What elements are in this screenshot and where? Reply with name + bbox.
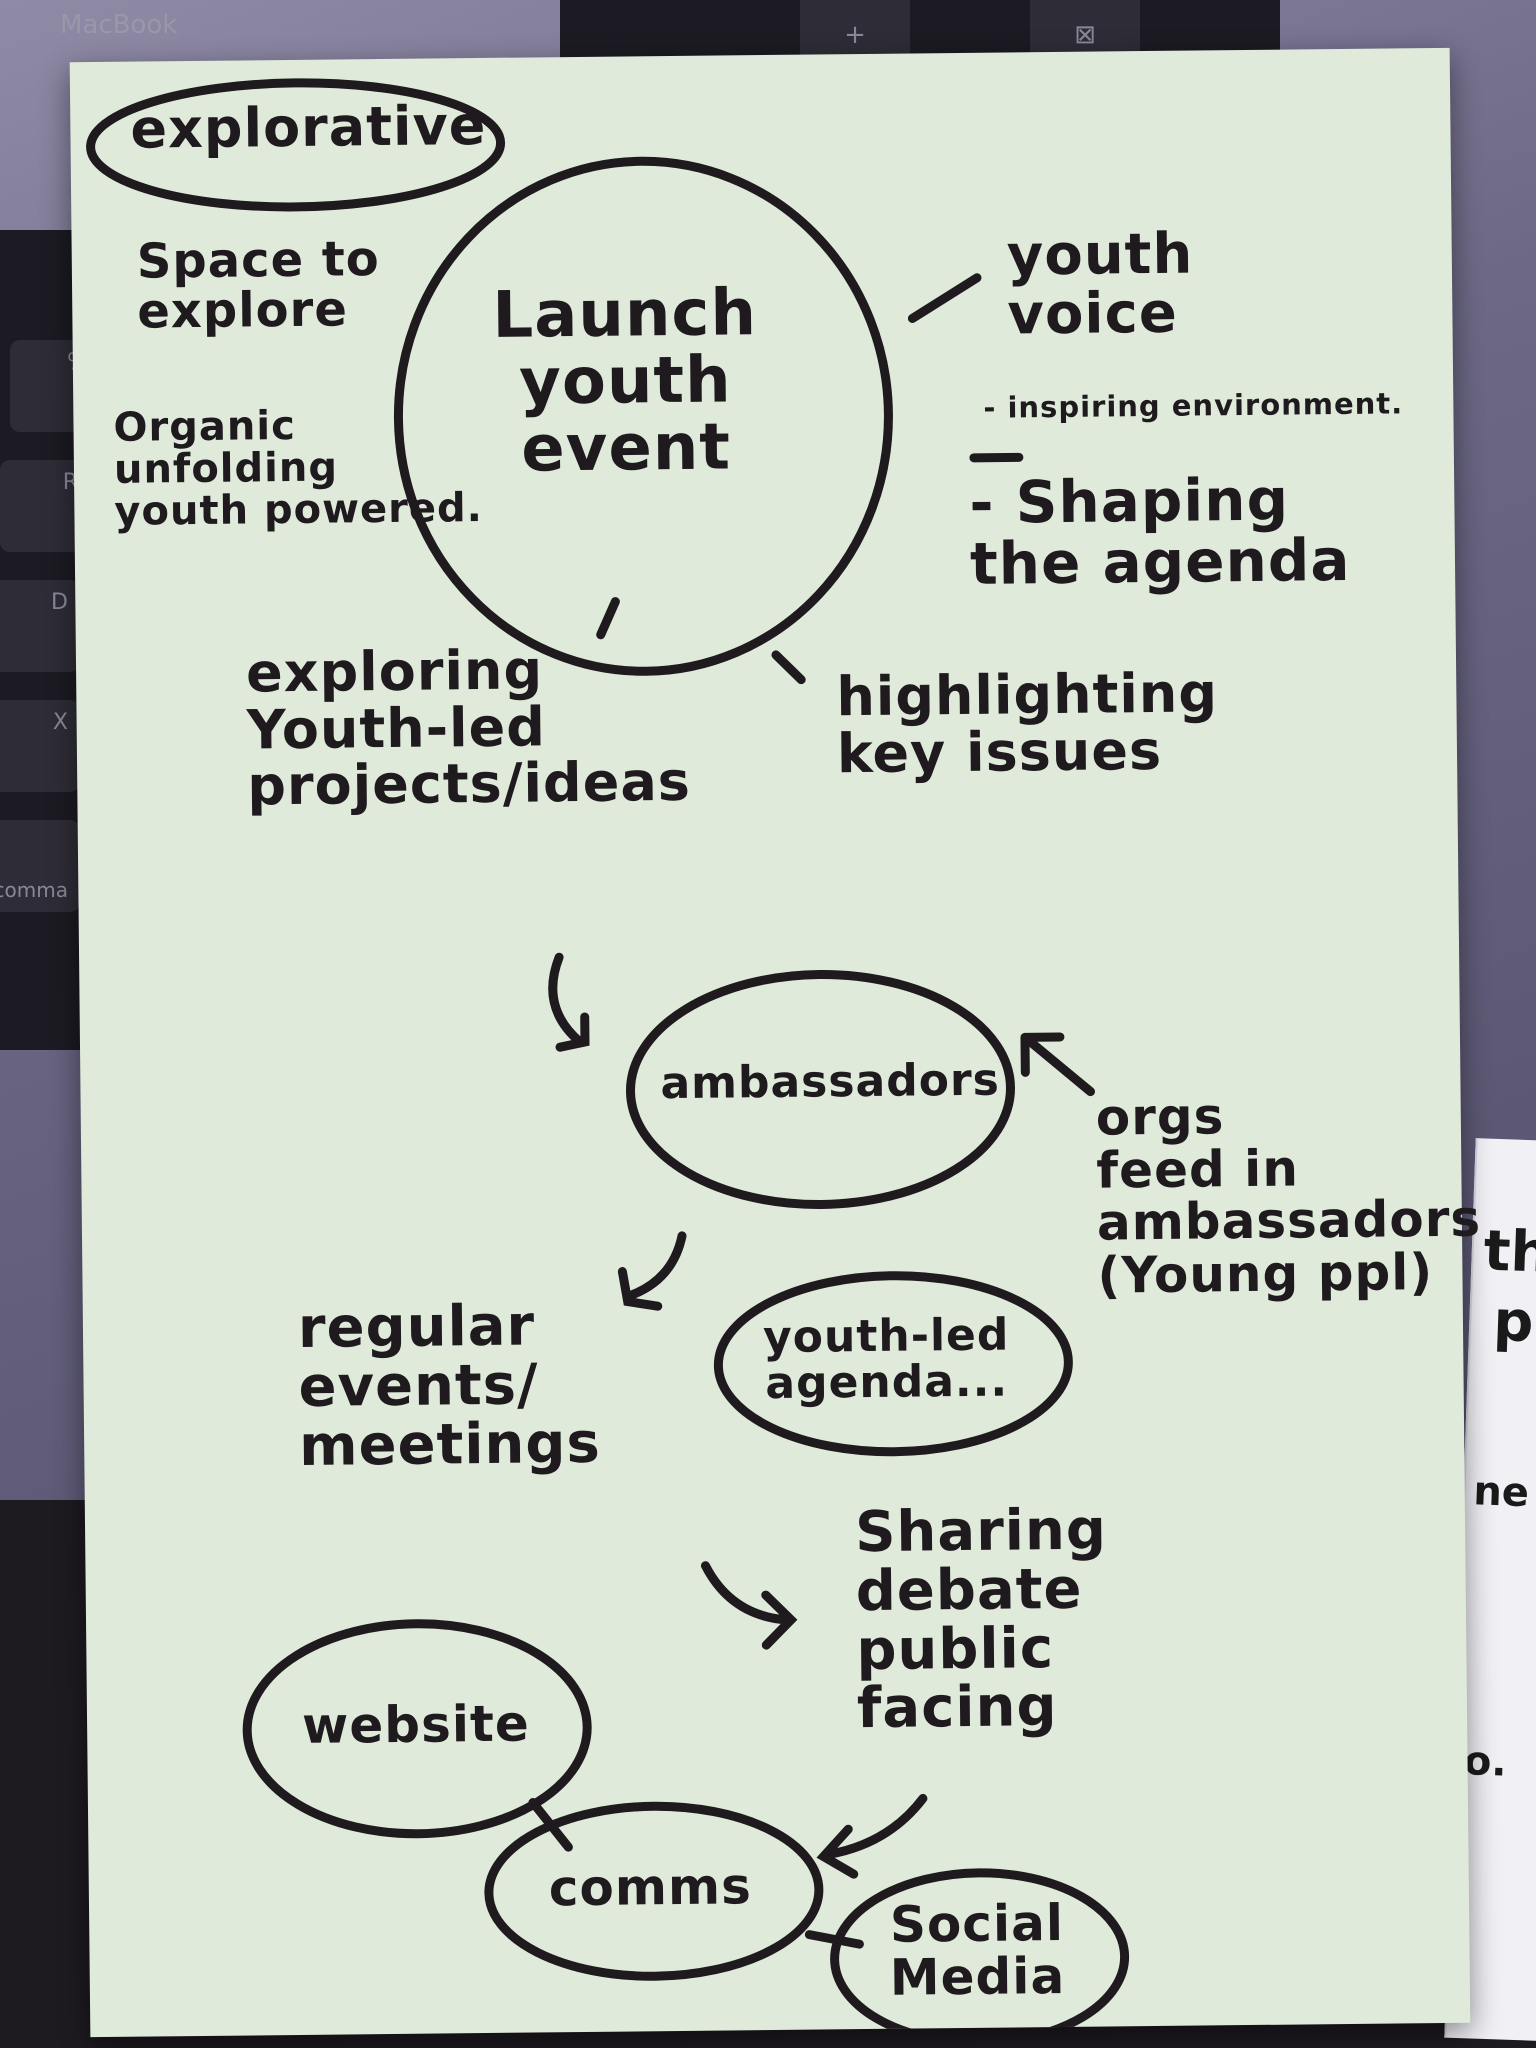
arrow-to-regular	[617, 1231, 687, 1311]
arrow-to-ambassadors	[548, 952, 590, 1052]
ambassadors-label: ambassadors	[660, 1054, 1001, 1110]
note-shaping-agenda: - Shaping the agenda	[969, 465, 1351, 598]
website-oval	[242, 1619, 592, 1839]
title-explorative: explorative	[130, 93, 487, 161]
connector-youth-voice	[907, 273, 982, 323]
launch-circle	[393, 156, 893, 676]
arrow-from-orgs	[1020, 1032, 1096, 1097]
comms-label: comms	[548, 1857, 753, 1918]
side-fragment-4: o.	[1463, 1738, 1508, 1786]
connector-comms-social	[804, 1930, 864, 1949]
note-exploring-projects: exploring Youth-led projects/ideas	[245, 638, 692, 818]
note-organic-unfolding: Organic unfolding youth powered.	[113, 402, 484, 535]
connector-exploring	[596, 597, 620, 640]
note-regular-events: regular events/ meetings	[297, 1293, 602, 1479]
sketch-lines	[86, 78, 1130, 2038]
comms-oval	[484, 1801, 824, 1981]
youth-led-agenda-label: youth-led agenda...	[762, 1309, 1010, 1410]
arrow-to-comms	[816, 1793, 928, 1879]
key-command: comma	[0, 820, 80, 912]
side-fragment-2: p	[1492, 1288, 1535, 1356]
laptop-brand: MacBook	[60, 10, 178, 40]
side-fragment-3: ne	[1472, 1468, 1530, 1517]
note-inspiring-environment: - inspiring environment.	[983, 386, 1404, 425]
social-media-label: Social Media	[889, 1893, 1066, 2007]
side-fragment-1: th	[1482, 1218, 1536, 1286]
key-d: D	[0, 580, 80, 672]
key-x: X	[0, 700, 80, 792]
note-sharing-debate: Sharing debate public facing	[854, 1497, 1108, 1742]
note-highlighting-issues: highlighting key issues	[836, 661, 1219, 785]
social-media-oval	[830, 1868, 1130, 2038]
connector-website-comms	[528, 1798, 573, 1852]
youth-agenda-oval	[713, 1271, 1073, 1457]
note-youth-voice: youth voice	[1006, 221, 1194, 348]
website-label: website	[301, 1694, 531, 1755]
arrow-to-sharing	[700, 1561, 798, 1650]
connector-highlighting	[771, 650, 806, 685]
sticky-note: explorative Space to explore Organic unf…	[69, 47, 1481, 2038]
ambassadors-oval	[626, 969, 1015, 1209]
title-oval	[86, 78, 506, 212]
note-space-to-explore: Space to explore	[136, 231, 381, 340]
note-orgs-feed-in: orgs feed in ambassadors (Young ppl)	[1095, 1087, 1482, 1305]
launch-youth-event: Launch youth event	[491, 276, 758, 487]
